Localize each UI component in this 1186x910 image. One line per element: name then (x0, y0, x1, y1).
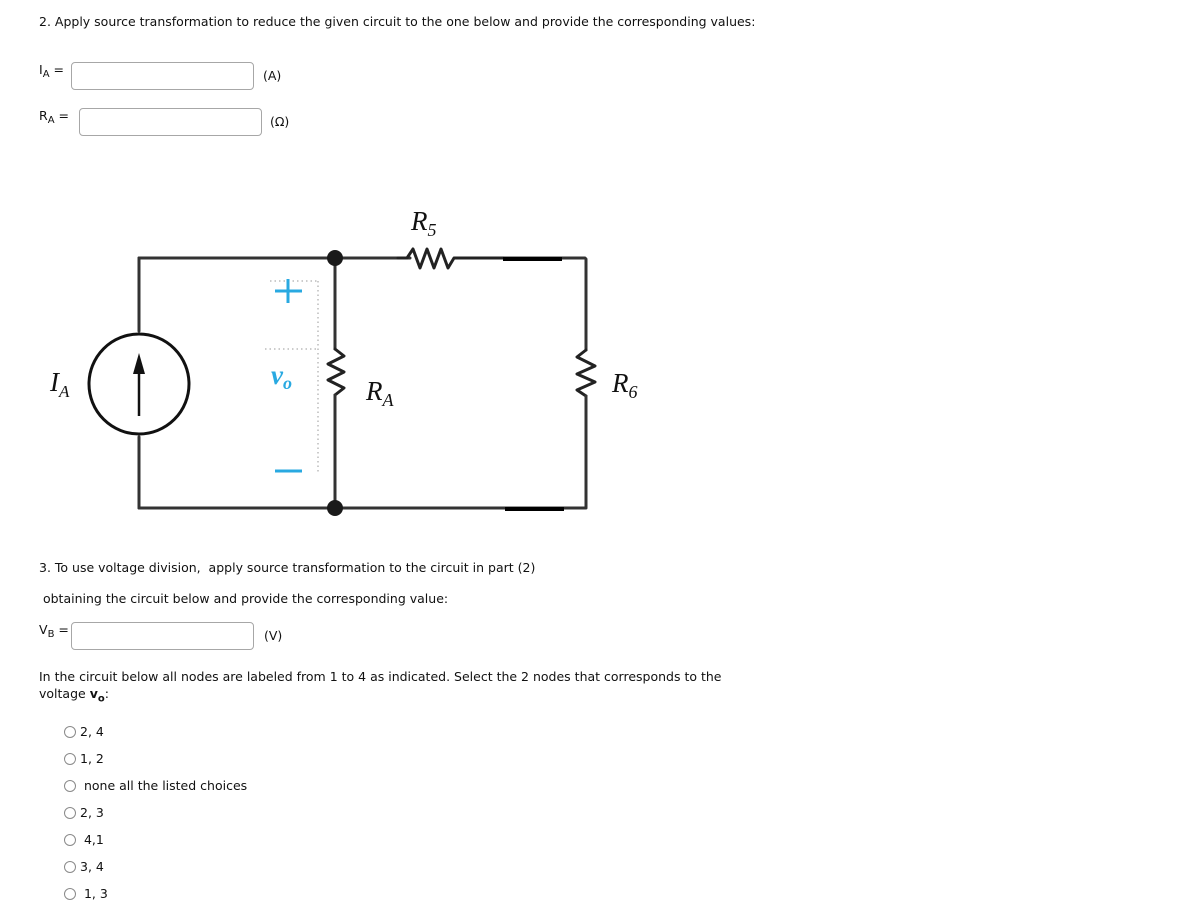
radio-button[interactable] (64, 779, 76, 792)
vb-label: VB = (39, 622, 69, 640)
r5-resistor (396, 247, 507, 270)
option-3-4[interactable]: 3, 4 (64, 859, 104, 874)
vb-unit: (V) (264, 628, 283, 643)
ia-input[interactable] (71, 62, 254, 90)
ia-label: IA = (39, 62, 64, 80)
vb-field-row: VB = (V) (39, 622, 282, 650)
r5-label: R5 (411, 206, 437, 240)
ia-field-row: IA = (A) (39, 62, 281, 90)
question-4-prompt: In the circuit below all nodes are label… (39, 669, 722, 705)
wire-right-bottom (137, 394, 588, 510)
question-2-prompt: 2. Apply source transformation to reduce… (39, 14, 756, 29)
vb-input[interactable] (71, 622, 254, 650)
option-2-4[interactable]: 2, 4 (64, 724, 104, 739)
ra-unit: (Ω) (270, 114, 290, 129)
r6-label: R6 (612, 368, 638, 402)
question-3-line-2: obtaining the circuit below and provide … (39, 591, 449, 606)
wire-top-right (503, 256, 588, 352)
radio-button[interactable] (64, 752, 76, 765)
ra-input[interactable] (79, 108, 262, 136)
radio-button[interactable] (64, 860, 76, 873)
option-4-1[interactable]: 4,1 (64, 832, 104, 847)
radio-button[interactable] (64, 806, 76, 819)
radio-button[interactable] (64, 725, 76, 738)
radio-button[interactable] (64, 833, 76, 846)
r6-resistor (575, 348, 597, 398)
ra-field-row: RA = (Ω) (39, 108, 289, 136)
circuit-diagram (87, 247, 597, 516)
ra-label: RA = (39, 108, 69, 126)
question-3-line-1: 3. To use voltage division, apply source… (39, 560, 536, 575)
ra-resistor (326, 347, 346, 397)
node-top (327, 250, 343, 266)
option-1-2[interactable]: 1, 2 (64, 751, 104, 766)
option-2-3[interactable]: 2, 3 (64, 805, 104, 820)
vo-label: vo (271, 360, 292, 393)
node-bottom (327, 500, 343, 516)
radio-button[interactable] (64, 887, 76, 900)
ra-circuit-label: RA (366, 376, 394, 410)
source-label-ia: IA (50, 367, 70, 401)
ia-unit: (A) (263, 68, 282, 83)
option-1-3[interactable]: 1, 3 (64, 886, 108, 901)
option-none[interactable]: none all the listed choices (64, 778, 247, 793)
